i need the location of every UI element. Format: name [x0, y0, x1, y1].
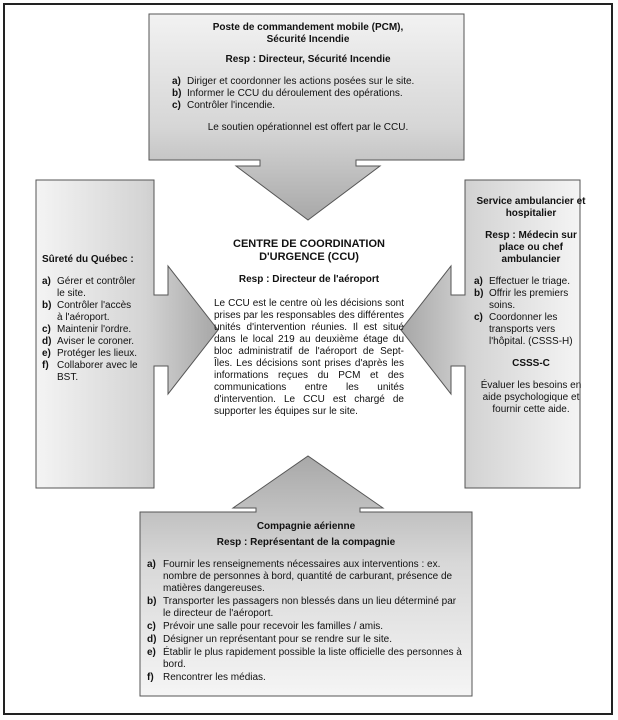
item-key: a)	[474, 276, 483, 287]
item-key: b)	[474, 288, 484, 299]
item-text: Rencontrer les médias.	[163, 672, 266, 683]
airline-title: Compagnie aérienne	[256, 521, 356, 532]
item-key: d)	[147, 634, 157, 645]
item-text: Collaborer avec le BST.	[57, 360, 138, 383]
item-key: a)	[172, 76, 181, 87]
list-item: a) Effectuer le triage.	[474, 276, 588, 288]
ambulance-resp: Resp : Médecin sur place ou chef ambulan…	[485, 230, 577, 265]
pcm-block: Poste de commandement mobile (PCM), Sécu…	[160, 22, 456, 134]
item-key: c)	[147, 621, 156, 632]
list-item: c) Maintenir l'ordre.	[42, 324, 138, 336]
item-key: b)	[42, 300, 52, 311]
item-text: Offrir les premiers soins.	[489, 288, 569, 311]
airline-tasks: a) Fournir les renseignements nécessaires…	[147, 559, 465, 684]
ccu-block: CENTRE DE COORDINATION D'URGENCE (CCU) R…	[214, 238, 404, 418]
item-text: Maintenir l'ordre.	[57, 324, 132, 335]
pcm-title-line2: Sécurité Incendie	[266, 34, 350, 45]
list-item: f) Collaborer avec le BST.	[42, 360, 138, 384]
ambulance-tasks: a) Effectuer le triage. b) Offrir les prem…	[474, 276, 588, 348]
item-key: b)	[147, 596, 157, 607]
item-text: Fournir les renseignements nécessaires a…	[163, 559, 453, 594]
arrow-left-sq	[35, 179, 219, 489]
item-text: Effectuer le triage.	[489, 276, 570, 287]
item-text: Prévoir une salle pour recevoir les fami…	[163, 621, 384, 632]
pcm-tasks: a) Diriger et coordonner les actions posé…	[172, 76, 456, 112]
item-key: e)	[42, 348, 51, 359]
sq-title: Sûreté du Québec :	[42, 254, 134, 265]
list-item: b) Contrôler l'accès à l'aéroport.	[42, 300, 138, 324]
item-text: Transporter les passagers non blessés da…	[163, 596, 457, 619]
item-text: Protéger les lieux.	[57, 348, 138, 359]
item-key: f)	[147, 672, 154, 683]
ccu-resp: Resp : Directeur de l'aéroport	[238, 274, 380, 285]
item-text: Contrôler l'accès à l'aéroport.	[57, 300, 132, 323]
item-text: Gérer et contrôler le site.	[57, 276, 136, 299]
arrow-bottom-airline	[139, 455, 473, 697]
ccu-description: Le CCU est le centre où les décisions so…	[214, 298, 404, 417]
list-item: e) Protéger les lieux.	[42, 348, 138, 360]
list-item: b) Informer le CCU du déroulement des opé…	[172, 88, 456, 100]
list-item: a) Diriger et coordonner les actions posé…	[172, 76, 456, 88]
list-item: c) Coordonner les transports vers l'hôpit…	[474, 312, 588, 348]
list-item: d) Désigner un représentant pour se rendr…	[147, 634, 465, 646]
item-text: Coordonner les transports vers l'hôpital…	[489, 312, 573, 347]
item-key: d)	[42, 336, 52, 347]
list-item: d) Aviser le coroner.	[42, 336, 138, 348]
arrow-top-pcm	[148, 13, 465, 221]
list-item: a) Fournir les renseignements nécessaires…	[147, 559, 465, 595]
list-item: a) Gérer et contrôler le site.	[42, 276, 138, 300]
item-key: a)	[42, 276, 51, 287]
list-item: f) Rencontrer les médias.	[147, 672, 465, 684]
csss-c-text: Évaluer les besoins en aide psychologiqu…	[480, 380, 582, 415]
item-text: Établir le plus rapidement possible la l…	[163, 647, 462, 670]
ambulance-title: Service ambulancier et hospitalier	[476, 196, 586, 219]
item-key: e)	[147, 647, 156, 658]
ccu-title-line2: D'URGENCE (CCU)	[259, 251, 359, 263]
item-text: Diriger et coordonner les actions posées…	[187, 76, 415, 87]
airline-block: Compagnie aérienne Resp : Représentant d…	[147, 521, 465, 685]
item-text: Désigner un représentant pour se rendre …	[163, 634, 393, 645]
list-item: c) Contrôler l'incendie.	[172, 100, 456, 112]
sq-block: Sûreté du Québec : a) Gérer et contrôler …	[42, 254, 138, 384]
list-item: c) Prévoir une salle pour recevoir les fa…	[147, 621, 465, 633]
csss-c-title: CSSS-C	[512, 358, 550, 369]
arrow-right-ambulance	[400, 179, 581, 489]
ambulance-block: Service ambulancier et hospitalier Resp …	[474, 196, 588, 416]
item-key: c)	[474, 312, 483, 323]
pcm-title-line1: Poste de commandement mobile (PCM),	[212, 22, 404, 33]
pcm-note: Le soutien opérationnel est offert par l…	[207, 122, 409, 133]
list-item: b) Offrir les premiers soins.	[474, 288, 588, 312]
sq-tasks: a) Gérer et contrôler le site. b) Contrôle…	[42, 276, 138, 384]
list-item: b) Transporter les passagers non blessés …	[147, 596, 465, 620]
item-key: c)	[172, 100, 181, 111]
airline-resp: Resp : Représentant de la compagnie	[216, 537, 396, 548]
item-text: Contrôler l'incendie.	[187, 100, 276, 111]
item-text: Informer le CCU du déroulement des opéra…	[187, 88, 403, 99]
item-key: b)	[172, 88, 182, 99]
ccu-title-line1: CENTRE DE COORDINATION	[233, 238, 385, 250]
pcm-resp: Resp : Directeur, Sécurité Incendie	[225, 54, 391, 65]
list-item: e) Établir le plus rapidement possible la…	[147, 647, 465, 671]
item-key: f)	[42, 360, 49, 371]
item-text: Aviser le coroner.	[57, 336, 135, 347]
item-key: c)	[42, 324, 51, 335]
item-key: a)	[147, 559, 156, 570]
